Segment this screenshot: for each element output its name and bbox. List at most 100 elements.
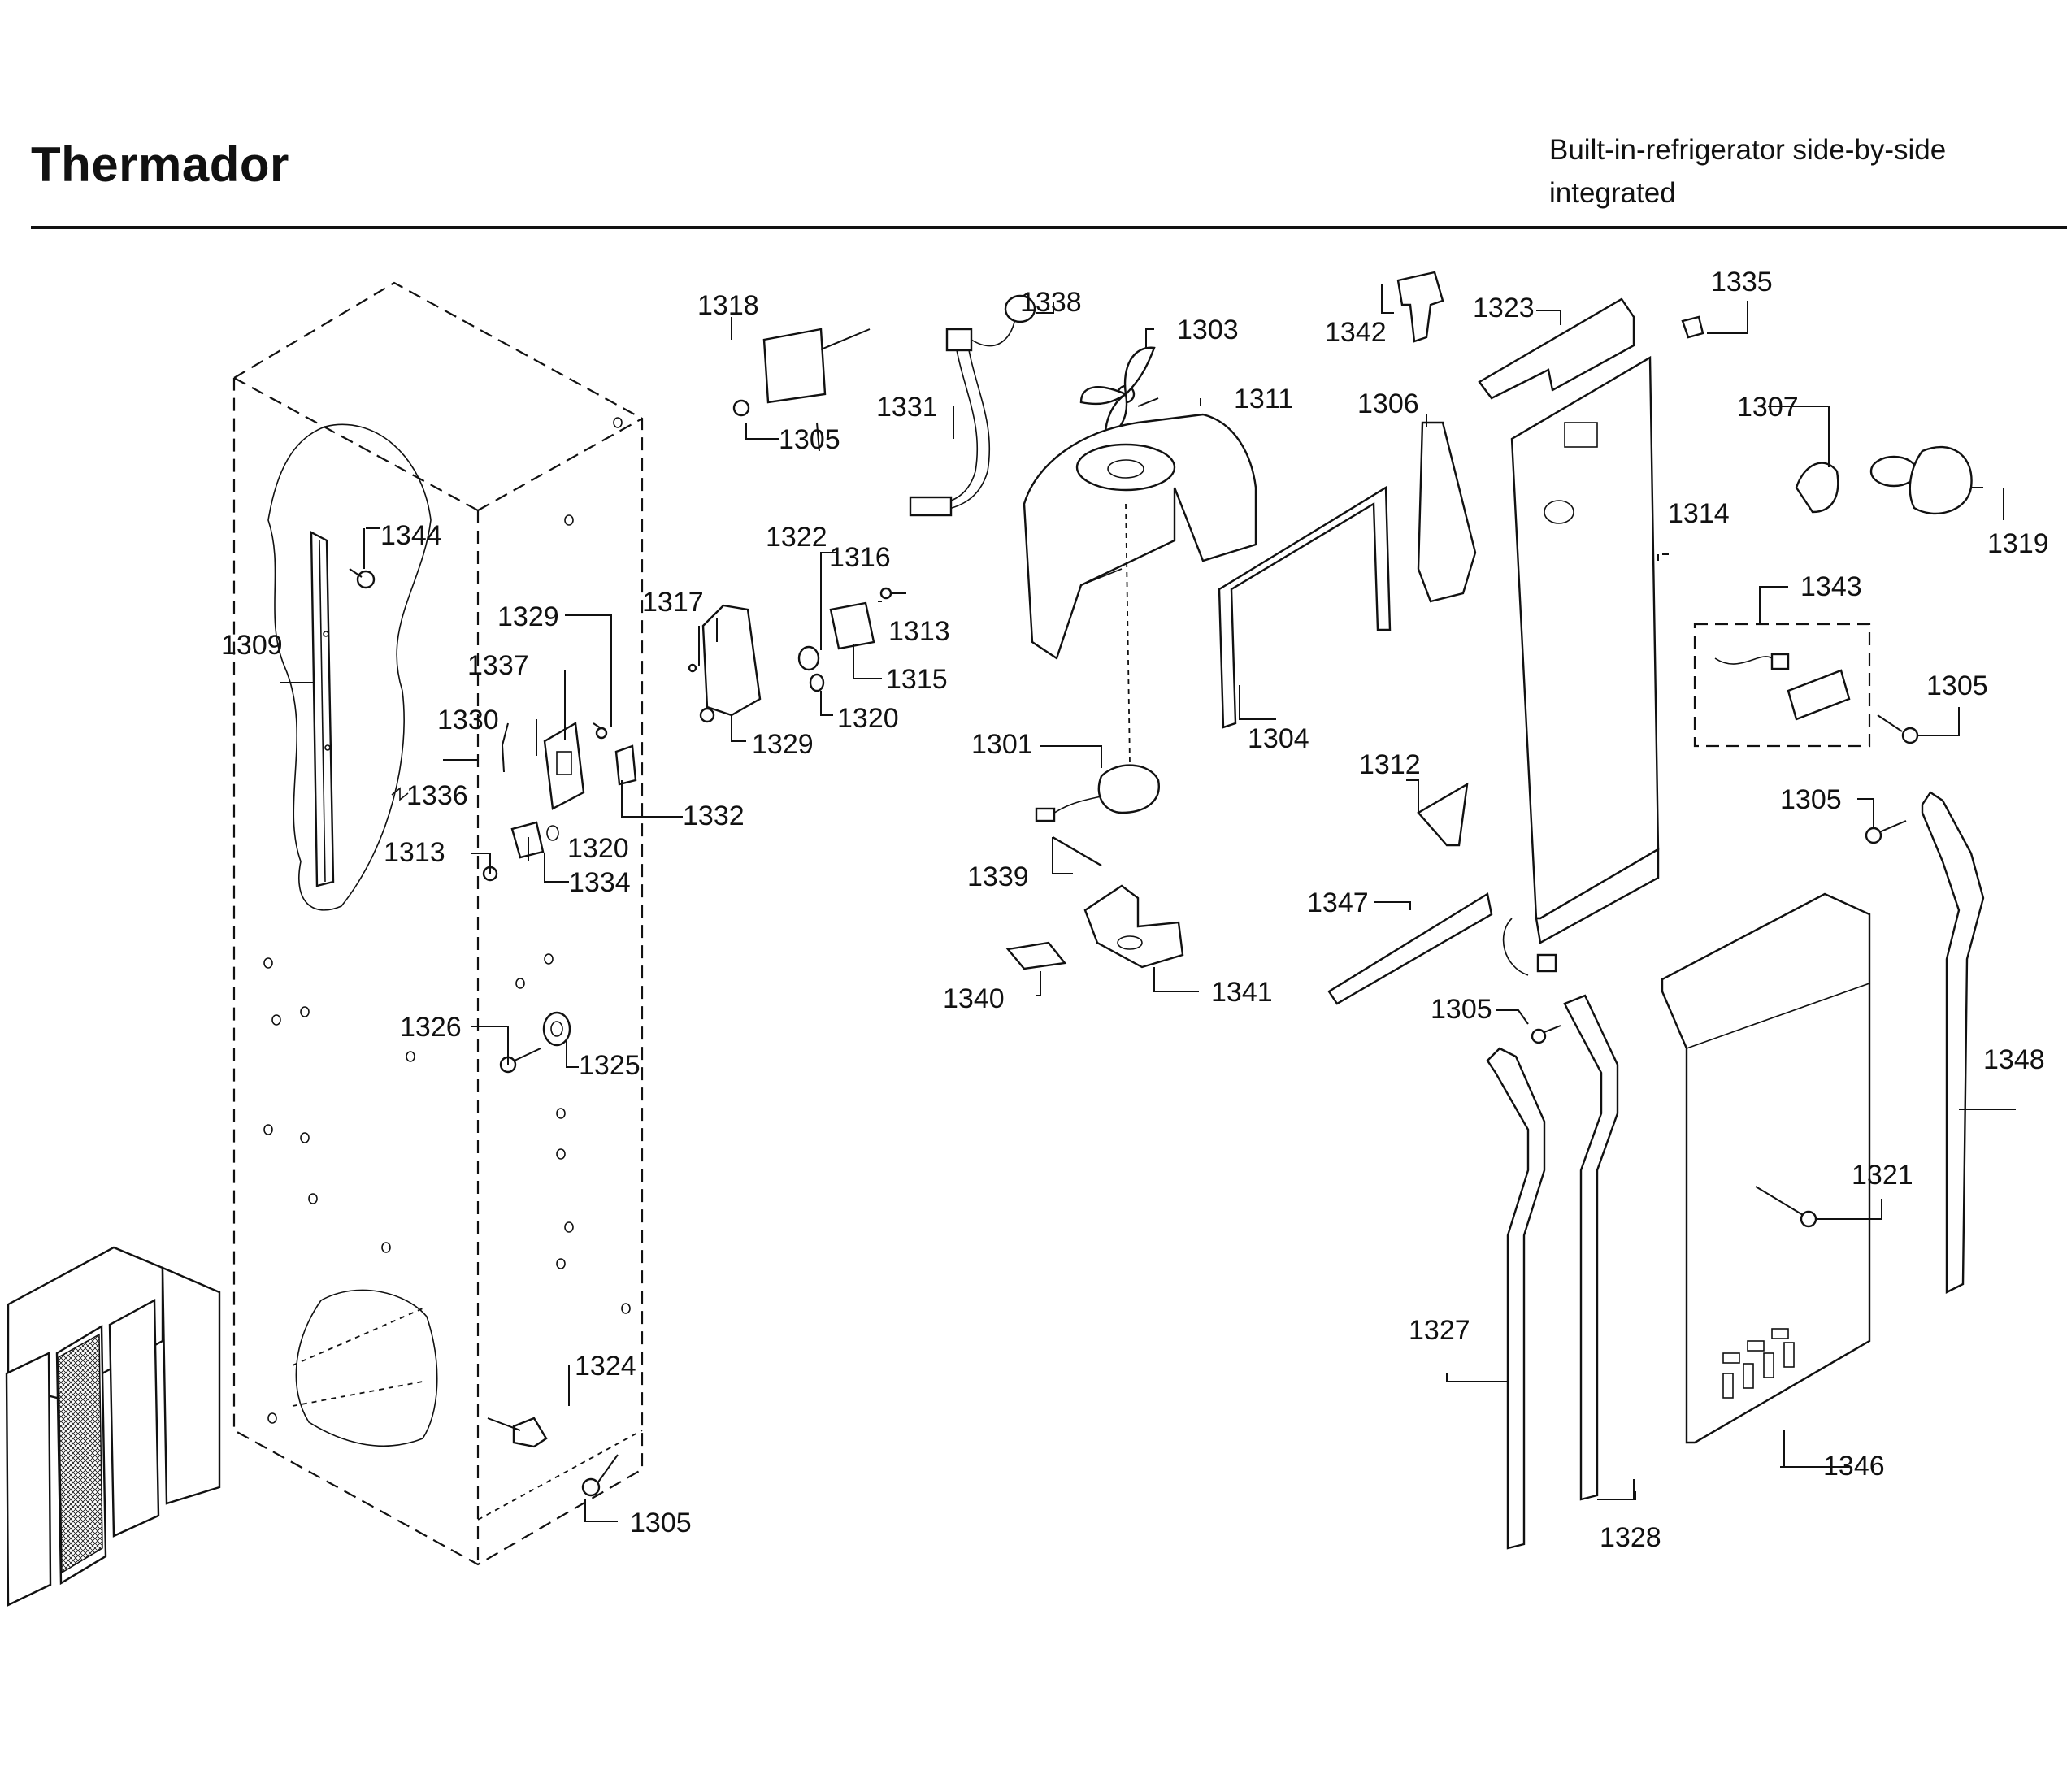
part-1336-spring (391, 787, 409, 801)
label-1325: 1325 (579, 1050, 641, 1081)
leader-lines (280, 284, 2016, 1522)
appliance-overview-icon (5, 1246, 221, 1607)
part-1320-plug-right (809, 673, 825, 692)
part-1313-screw-right (879, 587, 906, 600)
part-1305-screw-bottom (581, 1454, 619, 1497)
label-1343: 1343 (1800, 571, 1862, 602)
label-1312: 1312 (1359, 749, 1421, 780)
part-1309-rail (310, 530, 335, 887)
part-1319-lamp-cover (1869, 445, 1973, 514)
part-1307-socket (1795, 462, 1839, 514)
part-1314-panel (1502, 355, 1660, 976)
label-1309: 1309 (221, 630, 283, 661)
label-1331: 1331 (876, 392, 938, 423)
part-1316-plug (797, 645, 820, 671)
part-1324-clamp (487, 1417, 548, 1448)
label-1330: 1330 (437, 705, 499, 735)
cabinet-housing (232, 281, 644, 1566)
part-1327-rail (1486, 1047, 1546, 1550)
part-1340-pad (1005, 941, 1067, 970)
part-1343-module (1693, 623, 1871, 748)
label-1318: 1318 (697, 290, 759, 321)
brand-title: Thermador (31, 137, 289, 192)
label-1323: 1323 (1473, 293, 1535, 323)
label-1338: 1338 (1020, 287, 1082, 318)
part-1305-screw-module (1877, 714, 1919, 744)
part-1335-cap (1681, 315, 1704, 339)
label-1335: 1335 (1711, 267, 1773, 297)
part-1315-plate (829, 601, 875, 650)
part-1317-gasket (688, 663, 697, 673)
label-1340: 1340 (943, 983, 1005, 1014)
label-1348: 1348 (1983, 1044, 2045, 1075)
label-1321: 1321 (1852, 1160, 1913, 1191)
label-1339: 1339 (967, 861, 1029, 892)
part-1311-fan-shroud (1023, 413, 1257, 660)
label-1304: 1304 (1248, 723, 1309, 754)
part-1346-cover (1661, 892, 1871, 1444)
part-1329-screw-right (699, 707, 715, 723)
label-1303: 1303 (1177, 315, 1239, 345)
label-1305-rail-right: 1305 (1780, 784, 1842, 815)
label-1346: 1346 (1823, 1451, 1885, 1482)
label-1329-left: 1329 (497, 601, 559, 632)
part-1305-screw-rail-right (1865, 820, 1907, 844)
label-1341: 1341 (1211, 977, 1273, 1008)
label-1317: 1317 (642, 587, 704, 618)
part-1347-strip (1327, 892, 1493, 1005)
part-1342-clip (1396, 271, 1444, 343)
label-1329-right: 1329 (752, 729, 814, 760)
part-1344-screw (349, 568, 376, 589)
part-1339-bolt (1052, 835, 1102, 867)
part-1331-harness (909, 294, 1036, 517)
part-1305-screw-rail-left (1531, 1025, 1561, 1044)
label-1342: 1342 (1325, 317, 1387, 348)
label-1315: 1315 (886, 664, 948, 695)
label-1332: 1332 (683, 801, 745, 831)
label-1326: 1326 (400, 1012, 462, 1043)
part-1328-rail (1563, 994, 1619, 1501)
part-1306-duct (1417, 421, 1477, 603)
label-1334: 1334 (569, 867, 631, 898)
part-1303-fan-blade (1079, 346, 1156, 436)
part-1341-mount (1083, 884, 1184, 969)
label-1347: 1347 (1307, 887, 1369, 918)
label-1305-module: 1305 (1926, 670, 1988, 701)
label-1313-right: 1313 (888, 616, 950, 647)
label-1301: 1301 (971, 729, 1033, 760)
label-1322: 1322 (766, 522, 827, 553)
part-1329-screw-left (593, 722, 608, 740)
label-1328: 1328 (1600, 1522, 1661, 1553)
part-1304-gasket (1218, 485, 1392, 729)
label-1306: 1306 (1357, 388, 1419, 419)
part-1325-sensor (542, 1011, 571, 1047)
label-1324: 1324 (575, 1351, 636, 1382)
model-subtitle-line2: integrated (1549, 177, 1676, 209)
part-1321-screw (1755, 1186, 1817, 1228)
model-subtitle-line1: Built-in-refrigerator side-by-side (1549, 134, 1947, 166)
label-1319: 1319 (1987, 528, 2049, 559)
label-1327: 1327 (1409, 1315, 1470, 1346)
label-1316: 1316 (829, 542, 891, 573)
part-1332-clip (614, 744, 637, 786)
label-1320-right: 1320 (837, 703, 899, 734)
label-1307: 1307 (1737, 392, 1799, 423)
part-1348-rail (1921, 791, 1985, 1294)
label-1314: 1314 (1668, 498, 1730, 529)
part-1312-baffle (1417, 782, 1469, 847)
model-subtitle: Built-in-refrigerator side-by-side integ… (1549, 128, 1946, 215)
label-1337: 1337 (467, 650, 529, 681)
label-1311: 1311 (1234, 384, 1293, 414)
header-rule (31, 226, 2067, 229)
part-1330-pin (502, 744, 505, 773)
cabinet-holes (263, 417, 631, 1424)
label-1305-top: 1305 (779, 424, 840, 455)
part-1318-bracket (732, 328, 871, 417)
label-1344: 1344 (380, 520, 442, 551)
label-1320-left: 1320 (567, 833, 629, 864)
label-1305-rail-left: 1305 (1431, 994, 1492, 1025)
part-1323-bar (1478, 297, 1635, 400)
part-1301-fan-motor (1035, 764, 1160, 822)
